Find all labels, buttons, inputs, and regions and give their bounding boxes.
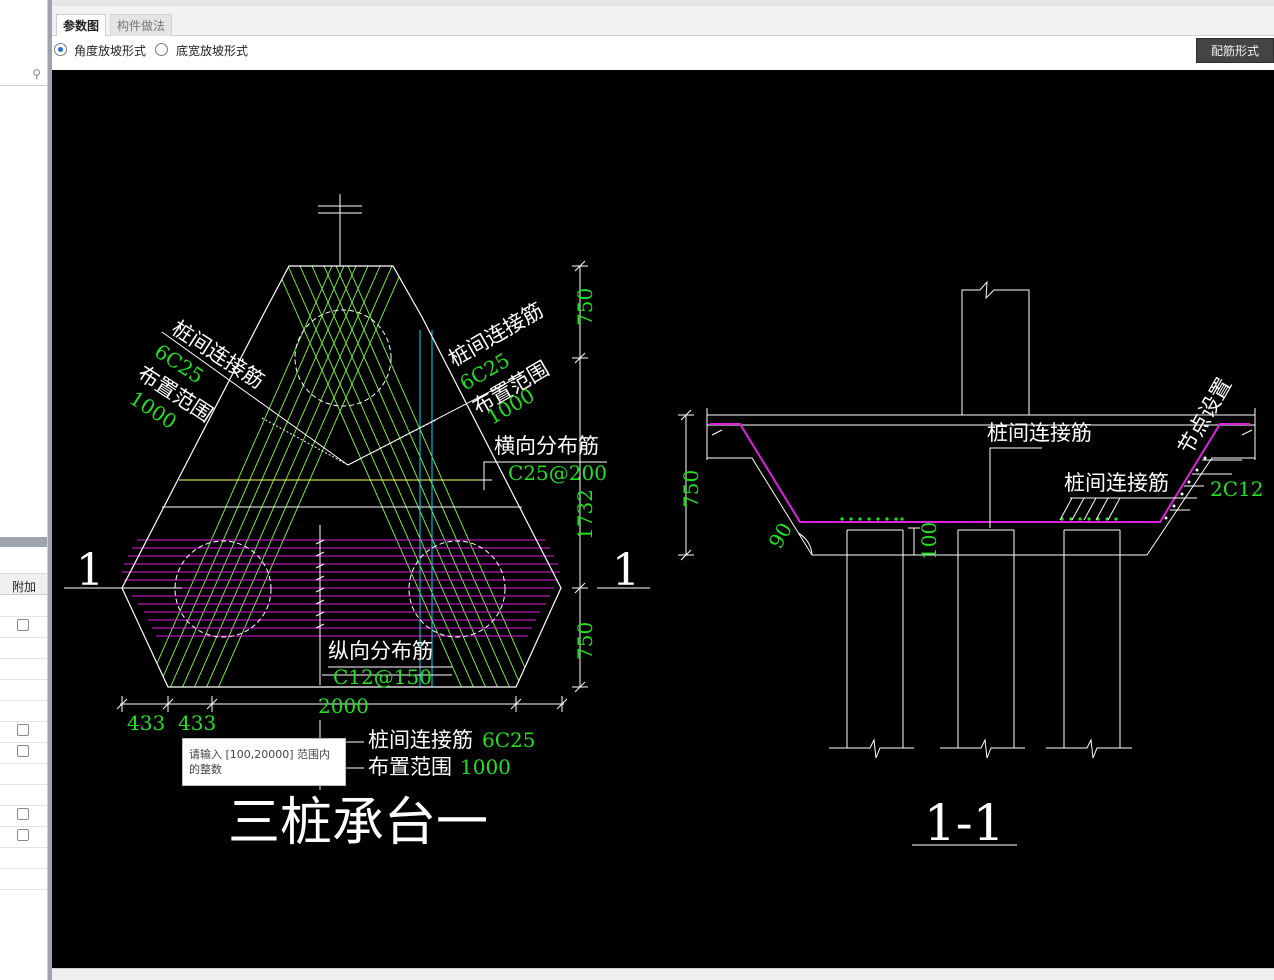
node-setting-label[interactable]: 节点设置 xyxy=(1174,374,1237,459)
table-row[interactable] xyxy=(0,616,47,638)
table-row[interactable] xyxy=(0,595,47,617)
extra-checkbox[interactable] xyxy=(17,745,29,757)
plan-dim-b1[interactable]: 433 xyxy=(127,711,165,735)
table-row[interactable] xyxy=(0,784,47,806)
plan-dim-b2[interactable]: 433 xyxy=(178,711,216,735)
bottom-rebar-label: 桩间连接筋 xyxy=(368,728,473,752)
plan-dim-top[interactable]: 750 xyxy=(573,288,597,326)
section-view: 桩间连接筋 桩间连接筋 节点设置 2C12 750 100 90 1-1 xyxy=(678,280,1263,852)
left-search-box[interactable]: ⚲ xyxy=(0,64,47,86)
column-header-extra: 附加 xyxy=(12,580,37,594)
plan-title: 三桩承台一 xyxy=(228,793,488,853)
option-bar: 角度放坡形式 底宽放坡形式 配筋形式 xyxy=(52,36,1274,70)
table-row[interactable] xyxy=(0,805,47,827)
tooltip-line-1: 请输入 [100,20000] 范围内 xyxy=(189,748,331,761)
radio-width-slope[interactable] xyxy=(155,43,168,56)
table-row[interactable] xyxy=(0,847,47,869)
input-range-tooltip: 请输入 [100,20000] 范围内 的整数 xyxy=(182,738,346,786)
tab-component-method[interactable]: 构件做法 xyxy=(110,14,173,37)
table-row[interactable] xyxy=(0,721,47,743)
plan-horizontal-dimension xyxy=(116,696,568,712)
table-row[interactable] xyxy=(0,679,47,701)
bottom-range-label: 布置范围 xyxy=(368,755,452,779)
extra-checkbox[interactable] xyxy=(17,808,29,820)
table-row[interactable] xyxy=(0,868,47,890)
radio-angle-slope[interactable] xyxy=(54,43,67,56)
bottom-rebar-value: 6C25 xyxy=(482,728,535,752)
tab-parameter-diagram[interactable]: 参数图 xyxy=(56,14,107,37)
radio-width-slope-label[interactable]: 底宽放坡形式 xyxy=(176,44,249,58)
table-row[interactable] xyxy=(0,700,47,722)
tab-bar: 参数图 构件做法 xyxy=(52,6,1274,37)
table-row[interactable] xyxy=(0,637,47,659)
section-mark-right: 1 xyxy=(612,545,640,596)
tooltip-line-2: 的整数 xyxy=(189,763,222,776)
pile-connection-rebar-bands xyxy=(131,266,549,687)
panel-splitter[interactable] xyxy=(48,0,52,980)
extra-checkbox[interactable] xyxy=(17,724,29,736)
bottom-range-value: 1000 xyxy=(460,755,511,779)
section-mark-left: 1 xyxy=(76,545,104,596)
table-row[interactable] xyxy=(0,826,47,848)
bottom-strip xyxy=(52,968,1274,980)
section-rebar-value[interactable]: 2C12 xyxy=(1210,477,1263,501)
plan-dim-mid[interactable]: 1732 xyxy=(573,489,597,540)
rebar-config-button[interactable]: 配筋形式 xyxy=(1196,38,1274,63)
section-dim-cover[interactable]: 100 xyxy=(917,522,941,560)
table-row[interactable] xyxy=(0,742,47,764)
plan-vertical-dimension xyxy=(572,260,588,693)
section-dim-height[interactable]: 750 xyxy=(679,470,703,508)
left-panel-divider[interactable] xyxy=(0,537,47,547)
plan-dim-b3[interactable]: 2000 xyxy=(318,694,369,718)
longitudinal-rebar-value: C12@150 xyxy=(333,665,432,689)
table-row[interactable] xyxy=(0,763,47,785)
longitudinal-rebar-label: 纵向分布筋 xyxy=(328,639,433,663)
extra-checkbox[interactable] xyxy=(17,829,29,841)
piles xyxy=(829,529,1132,759)
parameter-drawing: 1 1 桩间连接筋 6C25 布置范围 1000 桩间连接筋 6C25 布置范围… xyxy=(52,70,1274,968)
extra-checkbox[interactable] xyxy=(17,619,29,631)
section-label-mid: 桩间连接筋 xyxy=(1064,471,1169,495)
section-title: 1-1 xyxy=(924,794,1005,852)
transverse-rebar-label: 横向分布筋 xyxy=(494,434,599,458)
title-strip xyxy=(52,0,1274,6)
table-row[interactable] xyxy=(0,658,47,680)
radio-angle-slope-label[interactable]: 角度放坡形式 xyxy=(74,44,147,58)
plan-dim-bot[interactable]: 750 xyxy=(573,622,597,660)
rebar-dots xyxy=(840,517,1118,521)
left-panel: ⚲ 附加 xyxy=(0,0,48,980)
transverse-rebar-value: C25@200 xyxy=(508,461,607,485)
section-label-top: 桩间连接筋 xyxy=(987,421,1092,445)
plan-view: 1 1 桩间连接筋 6C25 布置范围 1000 桩间连接筋 6C25 布置范围… xyxy=(64,194,650,853)
drawing-svg: 1 1 桩间连接筋 6C25 布置范围 1000 桩间连接筋 6C25 布置范围… xyxy=(64,194,1263,853)
search-icon[interactable]: ⚲ xyxy=(32,67,41,81)
property-grid-header: 附加 xyxy=(0,573,47,595)
